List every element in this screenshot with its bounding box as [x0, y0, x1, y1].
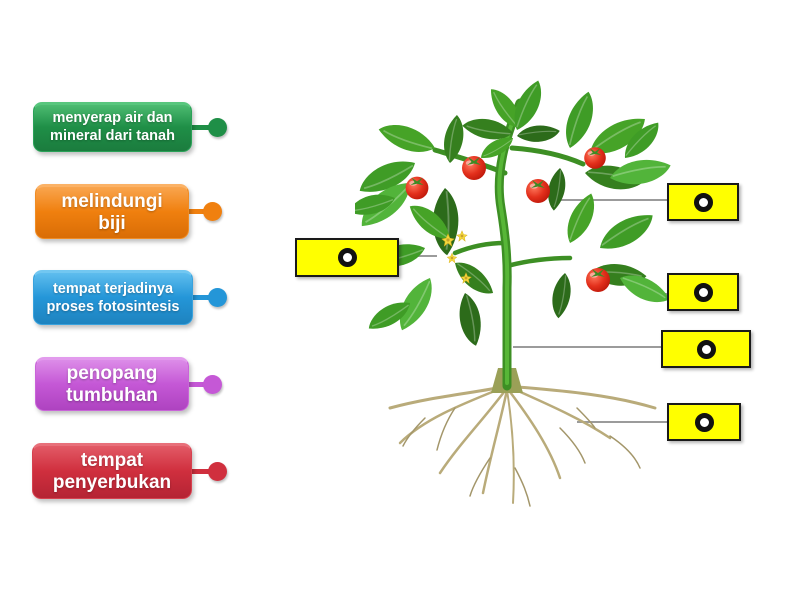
drop-slot-root[interactable] — [667, 403, 741, 441]
connector-stick — [188, 209, 204, 214]
tomato-fruit-labeled — [526, 179, 550, 203]
label-text: tempat penyerbukan — [52, 450, 172, 493]
drop-slot-flower[interactable] — [295, 238, 399, 277]
tomato-fruit — [586, 268, 610, 292]
label-roots-function[interactable]: menyerap air dan mineral dari tanah — [33, 102, 227, 152]
label-text: penopang tumbuhan — [66, 363, 158, 406]
label-flower-function[interactable]: tempat penyerbukan — [32, 443, 227, 499]
connector-stick — [191, 468, 209, 474]
drop-slot-fruit[interactable] — [667, 183, 739, 221]
target-ring-icon — [696, 339, 716, 359]
target-ring-icon — [337, 248, 357, 267]
label-text: melindungi biji — [61, 190, 163, 234]
drop-slot-stem[interactable] — [661, 330, 751, 368]
drop-slot-leaf[interactable] — [667, 273, 739, 311]
line-to-root — [577, 421, 667, 423]
label-seed-function[interactable]: melindungi biji — [35, 184, 222, 239]
label-leaf-function[interactable]: tempat terjadinya proses fotosintesis — [33, 270, 227, 325]
line-to-stem — [513, 346, 661, 348]
connector-dot — [203, 374, 222, 394]
tomato-flower — [456, 230, 468, 242]
connector-stick — [188, 381, 204, 387]
connector-dot — [208, 461, 227, 481]
label-text: menyerap air dan mineral dari tanah — [50, 110, 175, 144]
connector-dot — [208, 117, 227, 137]
connector-stick — [191, 124, 209, 130]
mid-right-leaves — [541, 191, 672, 320]
label-stem-function[interactable]: penopang tumbuhan — [35, 357, 222, 411]
target-ring-icon — [693, 282, 713, 302]
upper-left-leaves — [355, 109, 486, 257]
label-text: tempat terjadinya proses fotosintesis — [46, 280, 180, 315]
tomato-fruit — [584, 147, 606, 169]
target-ring-icon — [693, 192, 713, 212]
connector-dot — [203, 202, 222, 221]
connector-dot — [208, 288, 227, 307]
tomato-fruit — [462, 156, 486, 180]
tomato-fruit — [405, 176, 429, 200]
target-ring-icon — [694, 412, 714, 432]
connector-stick — [192, 295, 209, 300]
roots — [388, 384, 657, 507]
line-to-fruit — [553, 199, 667, 201]
tomato-plant-illustration — [355, 78, 672, 507]
